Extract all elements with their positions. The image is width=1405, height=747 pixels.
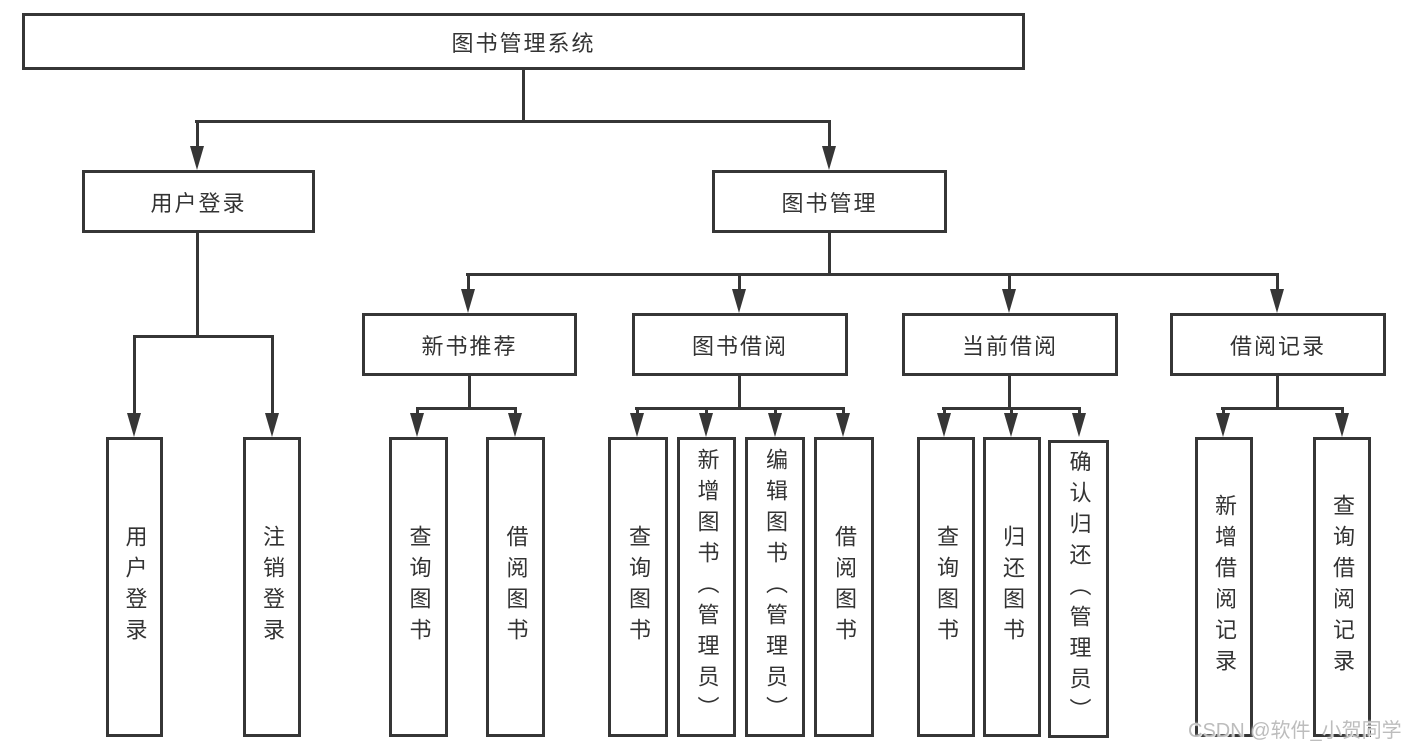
leaf-borrow-books-recommend-label: 借阅图书 [503, 525, 529, 649]
down-arrow-icon [699, 407, 713, 437]
leaf-logout: 注销登录 [243, 437, 301, 737]
down-arrow-icon [1002, 273, 1016, 313]
leaf-user-login-label: 用户登录 [122, 525, 148, 649]
leaf-user-login: 用户登录 [106, 437, 163, 737]
leaf-logout-label: 注销登录 [260, 525, 285, 649]
node-borrow-records: 借阅记录 [1170, 313, 1386, 376]
connector-line [738, 376, 741, 407]
leaf-query-books-recommend: 查询图书 [389, 437, 448, 737]
down-arrow-icon [410, 407, 424, 437]
connector-line [466, 273, 1279, 276]
connector-line [416, 407, 517, 410]
node-root-label: 图书管理系统 [451, 30, 596, 56]
node-book-management: 图书管理 [712, 170, 947, 233]
leaf-borrow-books-label: 借阅图书 [832, 525, 857, 649]
down-arrow-icon [937, 407, 951, 437]
leaf-confirm-return-admin: 确认归还（管理员） [1048, 440, 1109, 738]
down-arrow-icon [508, 407, 522, 437]
connector-line [635, 407, 845, 410]
connector-line [1221, 407, 1344, 410]
down-arrow-icon [1072, 407, 1086, 437]
leaf-borrow-books-recommend: 借阅图书 [486, 437, 545, 737]
node-new-book-recommend: 新书推荐 [362, 313, 577, 376]
leaf-query-books-current-label: 查询图书 [934, 525, 959, 649]
node-user-login-label: 用户登录 [150, 190, 247, 216]
leaf-query-books-borrow-label: 查询图书 [626, 525, 651, 649]
leaf-edit-book-admin: 编辑图书（管理员） [745, 437, 805, 737]
down-arrow-icon [630, 407, 644, 437]
node-current-borrow: 当前借阅 [902, 313, 1118, 376]
down-arrow-icon [190, 120, 204, 170]
down-arrow-icon [822, 120, 836, 170]
leaf-return-book: 归还图书 [983, 437, 1041, 737]
connector-line [828, 233, 831, 273]
connector-line [1276, 376, 1279, 407]
down-arrow-icon [1270, 273, 1284, 313]
leaf-edit-book-admin-label: 编辑图书（管理员） [763, 447, 788, 727]
node-borrow-records-label: 借阅记录 [1229, 333, 1326, 359]
node-user-login: 用户登录 [82, 170, 315, 233]
leaf-query-borrow-record: 查询借阅记录 [1313, 437, 1371, 737]
leaf-add-borrow-record: 新增借阅记录 [1195, 437, 1253, 737]
connector-line [522, 70, 525, 120]
down-arrow-icon [265, 335, 279, 437]
watermark: CSDN @软件_小贺同学 [1188, 720, 1402, 742]
leaf-borrow-books: 借阅图书 [814, 437, 874, 737]
node-book-management-label: 图书管理 [781, 190, 878, 216]
leaf-query-books-current: 查询图书 [917, 437, 975, 737]
down-arrow-icon [836, 407, 850, 437]
node-book-borrow-label: 图书借阅 [691, 333, 788, 359]
down-arrow-icon [1216, 407, 1230, 437]
node-current-borrow-label: 当前借阅 [961, 333, 1058, 359]
leaf-query-books-recommend-label: 查询图书 [406, 525, 432, 649]
node-book-borrow: 图书借阅 [632, 313, 848, 376]
connector-line [196, 233, 199, 335]
down-arrow-icon [1004, 407, 1018, 437]
leaf-add-borrow-record-label: 新增借阅记录 [1212, 494, 1237, 680]
down-arrow-icon [1335, 407, 1349, 437]
leaf-query-books-borrow: 查询图书 [608, 437, 668, 737]
leaf-query-borrow-record-label: 查询借阅记录 [1330, 494, 1355, 680]
leaf-confirm-return-admin-label: 确认归还（管理员） [1066, 449, 1092, 729]
connector-line [468, 376, 471, 407]
connector-line [1008, 376, 1011, 407]
down-arrow-icon [461, 273, 475, 313]
node-root-system: 图书管理系统 [22, 13, 1025, 70]
node-new-book-recommend-label: 新书推荐 [421, 333, 518, 359]
connector-line [133, 335, 274, 338]
connector-line [195, 120, 831, 123]
leaf-add-book-admin-label: 新增图书（管理员） [694, 447, 720, 727]
leaf-add-book-admin: 新增图书（管理员） [677, 437, 736, 737]
down-arrow-icon [768, 407, 782, 437]
down-arrow-icon [732, 273, 746, 313]
leaf-return-book-label: 归还图书 [1000, 525, 1025, 649]
down-arrow-icon [127, 335, 141, 437]
